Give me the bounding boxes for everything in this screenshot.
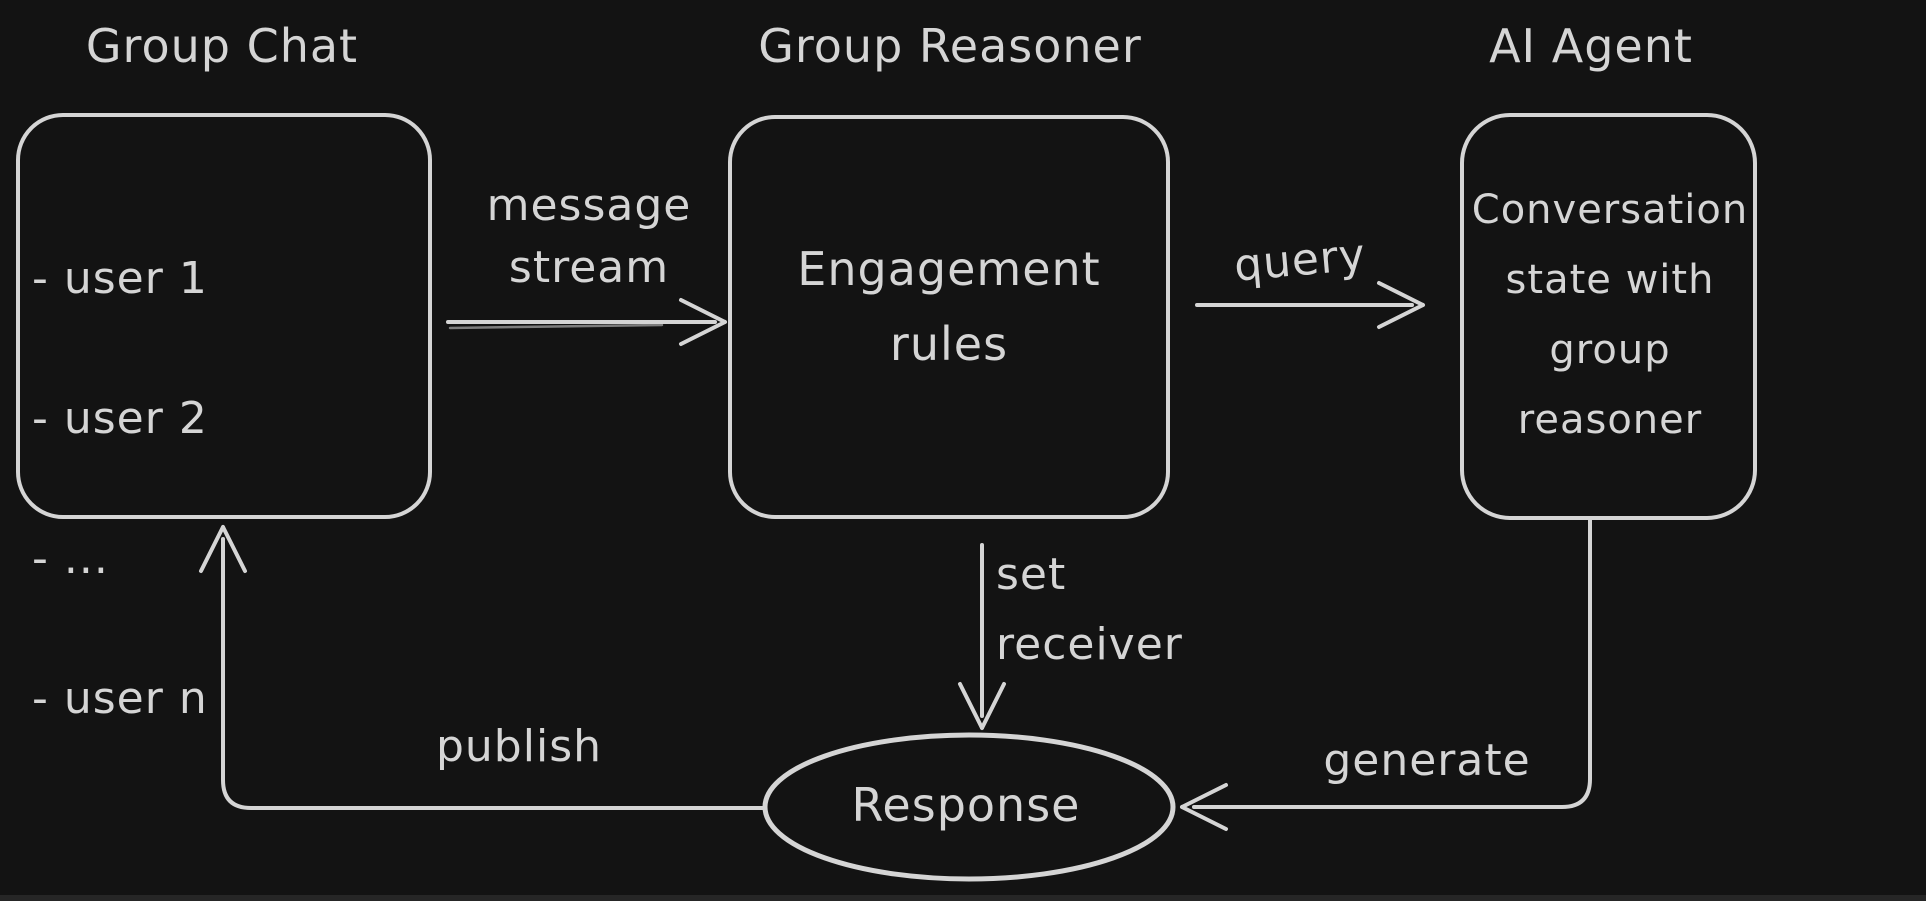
set-receiver-label: set receiver bbox=[996, 549, 1183, 670]
response-label: Response bbox=[851, 778, 1081, 832]
ai-agent-box bbox=[1460, 113, 1757, 520]
query-label: query bbox=[1231, 229, 1368, 292]
publish-arrow bbox=[199, 525, 767, 810]
group-reasoner-box bbox=[728, 115, 1170, 519]
group-chat-list-item: - ... bbox=[32, 533, 109, 584]
message-stream-label: message stream bbox=[486, 180, 692, 293]
query-arrow bbox=[1195, 281, 1425, 329]
message-stream-arrow bbox=[446, 298, 727, 346]
generate-arrow bbox=[1180, 516, 1592, 831]
group-chat-title: Group Chat bbox=[85, 19, 359, 73]
group-chat-user-list: - user 1 - user 2 - ... - user n bbox=[32, 174, 208, 804]
generate-label: generate bbox=[1323, 735, 1531, 786]
set-receiver-arrow bbox=[958, 543, 1006, 730]
conversation-state-label: Conversation state with group reasoner bbox=[1471, 187, 1749, 443]
window-bottom-edge bbox=[0, 895, 1926, 901]
group-reasoner-title: Group Reasoner bbox=[758, 19, 1142, 73]
group-chat-box bbox=[16, 113, 432, 519]
engagement-rules-label: Engagement rules bbox=[797, 242, 1101, 371]
group-chat-list-item: - user n bbox=[32, 673, 208, 724]
publish-label: publish bbox=[435, 721, 603, 772]
group-chat-list-item: - user 2 bbox=[32, 393, 208, 444]
ai-agent-title: AI Agent bbox=[1489, 19, 1693, 73]
group-chat-list-item: - user 1 bbox=[32, 253, 208, 304]
